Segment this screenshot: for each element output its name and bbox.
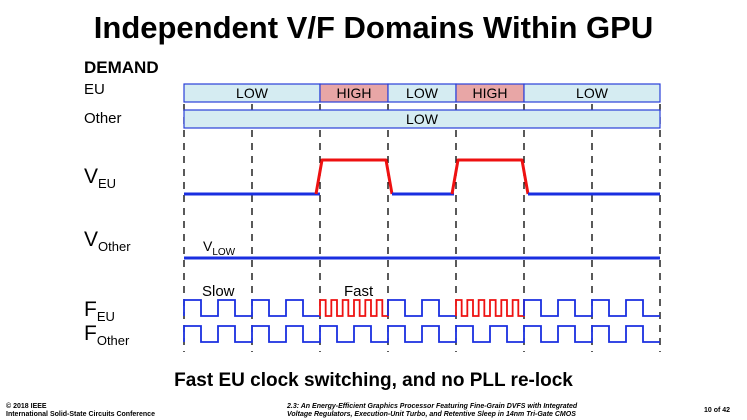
eu-demand-label: HIGH — [337, 85, 372, 101]
f-eu-slow-clock — [183, 299, 320, 317]
f-other-label: FOther — [84, 322, 130, 349]
footer-page-number: 10 of 42 — [704, 407, 731, 414]
f-eu-fast-clock — [319, 299, 389, 317]
f-eu-slow-clock — [387, 299, 456, 317]
slide-subtitle: Fast EU clock switching, and no PLL re-l… — [174, 370, 573, 391]
footer-paper-title: 2.3: An Energy-Efficient Graphics Proces… — [287, 403, 577, 419]
slide-title: Independent V/F Domains Within GPU — [93, 10, 654, 45]
footer-copyright: © 2018 IEEE International Solid-State Ci… — [6, 403, 155, 419]
v-eu-label: VEU — [84, 165, 117, 192]
v-eu-high-segment — [450, 158, 530, 195]
other-demand-box — [183, 109, 661, 129]
other-row-label: Other — [84, 110, 122, 127]
f-eu-fast-clock — [455, 299, 525, 317]
footer-copyright-line2: International Solid-State Circuits Confe… — [6, 411, 155, 418]
f-other-clock — [183, 325, 660, 343]
eu-demand-label: LOW — [236, 85, 269, 101]
v-other-label: VOther — [84, 228, 131, 255]
eu-demand-label: LOW — [406, 85, 439, 101]
eu-demand-low-box — [523, 83, 661, 103]
other-demand-label: LOW — [406, 111, 439, 127]
footer-paper-line1: 2.3: An Energy-Efficient Graphics Proces… — [287, 403, 578, 410]
f-eu-label: FEU — [84, 298, 115, 325]
f-eu-slow-clock — [523, 299, 660, 317]
demand-label: DEMAND — [84, 58, 159, 77]
v-low-label: VLOW — [203, 238, 236, 258]
eu-demand-label: HIGH — [473, 85, 508, 101]
eu-demand-label: LOW — [576, 85, 609, 101]
fast-clock-label: Fast — [344, 283, 374, 300]
eu-row-label: EU — [84, 81, 105, 98]
footer-copyright-line1: © 2018 IEEE — [6, 403, 47, 410]
slow-clock-label: Slow — [202, 283, 235, 300]
footer-paper-line2: Voltage Regulators, Execution-Unit Turbo… — [287, 411, 576, 418]
v-eu-high-segment — [314, 158, 394, 195]
